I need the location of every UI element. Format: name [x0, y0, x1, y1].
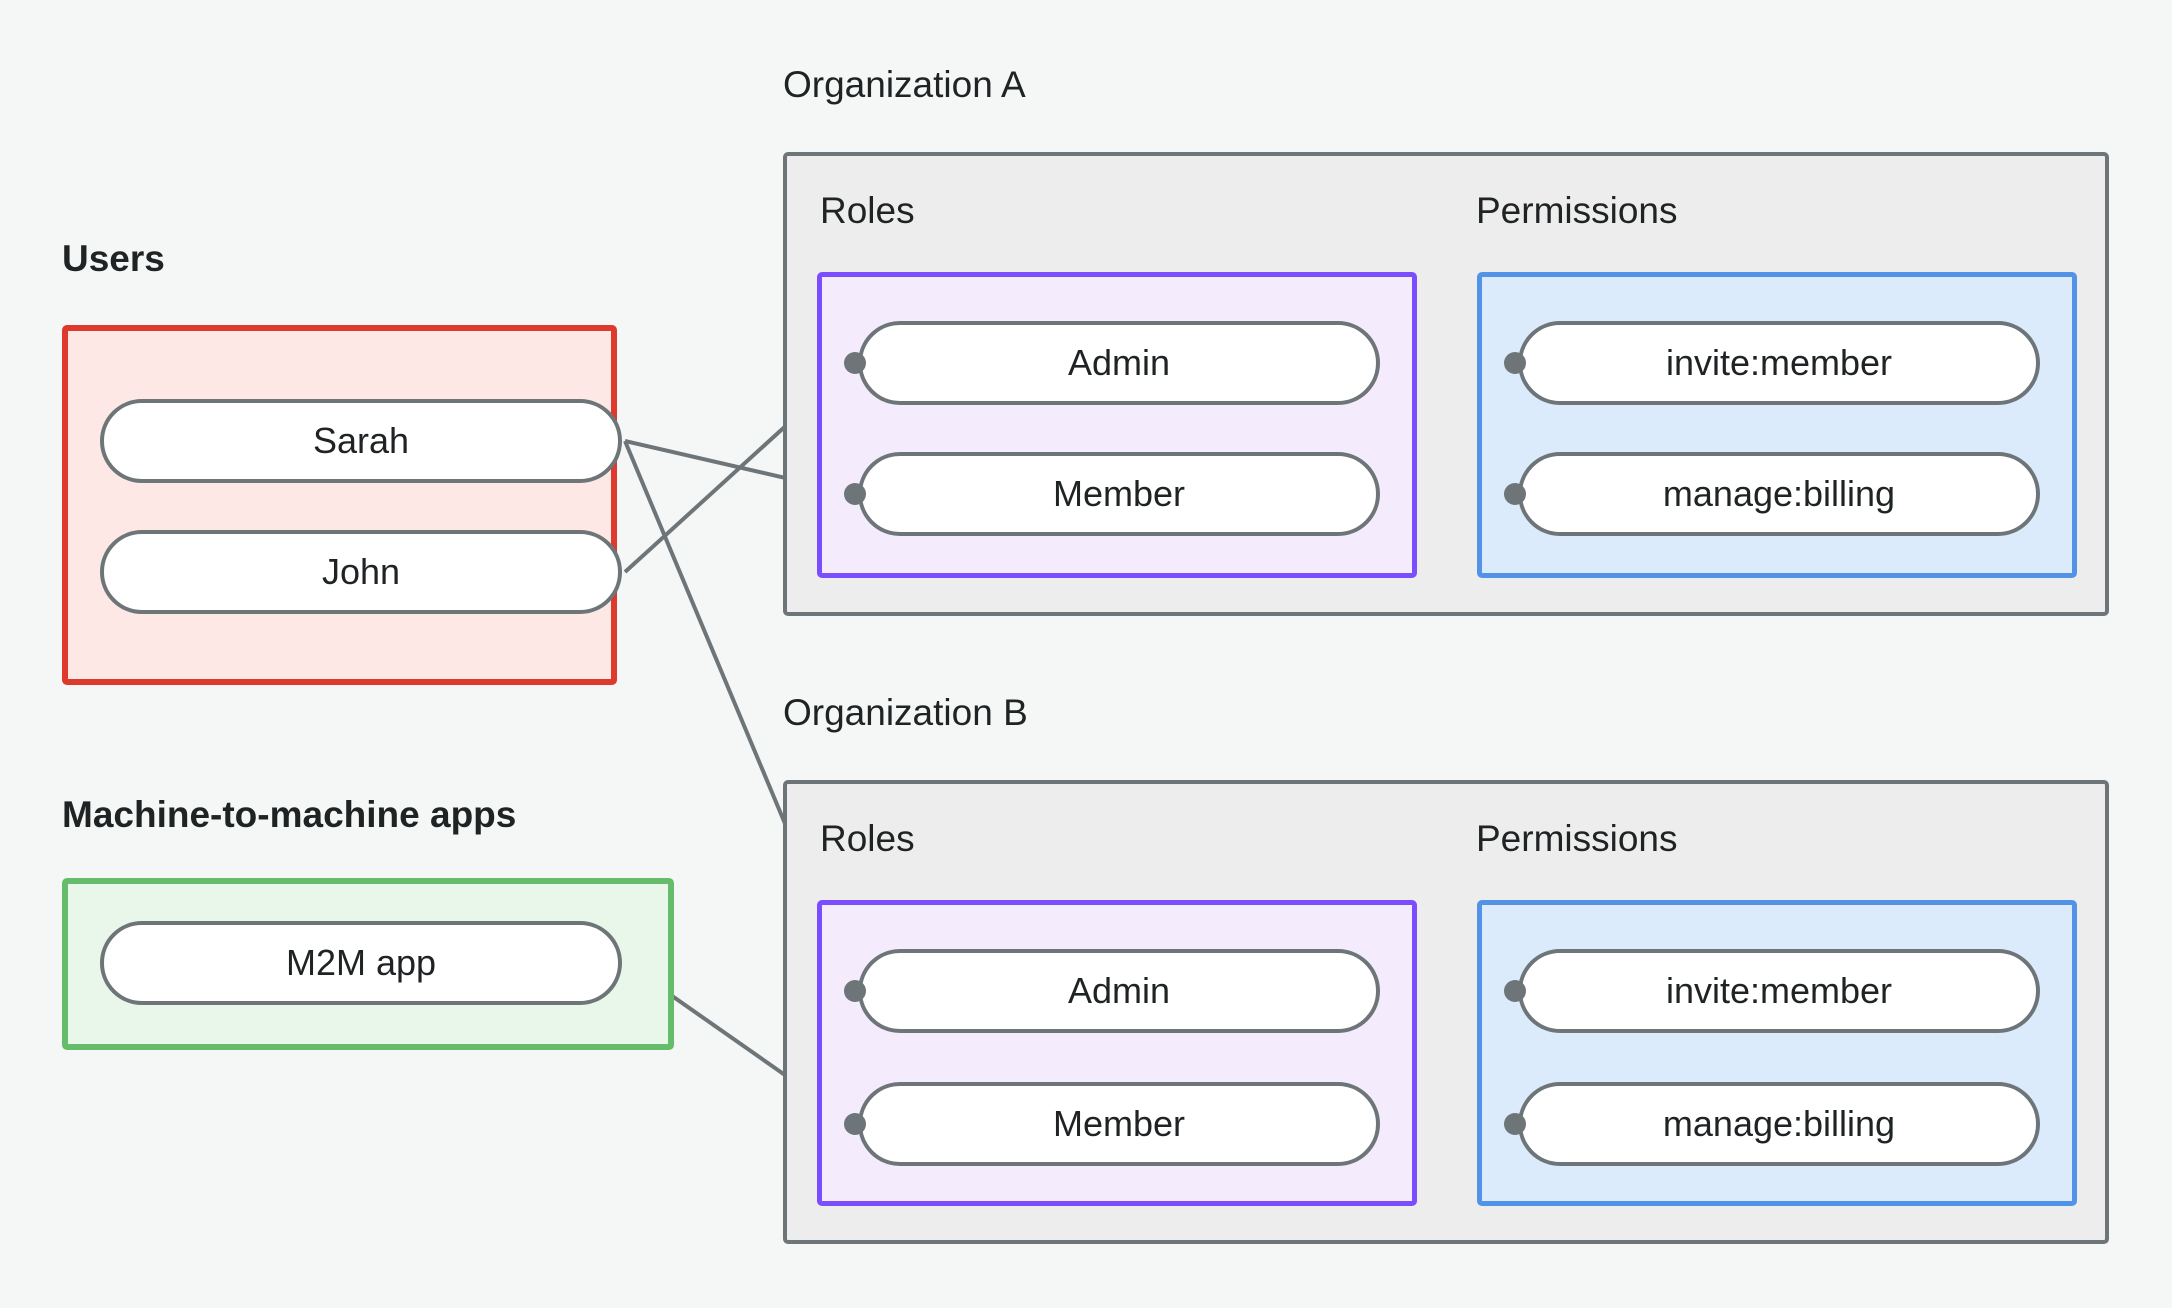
users-group-label: Users [62, 238, 165, 279]
org-b-permission-invite-member[interactable]: invite:member [1518, 949, 2040, 1033]
org-b-role-admin[interactable]: Admin [858, 949, 1380, 1033]
org-b-permission-invite-anchor-left [1504, 980, 1526, 1002]
org-b-permission-manage-billing[interactable]: manage:billing [1518, 1082, 2040, 1166]
org-b-roles-label: Roles [820, 818, 915, 859]
org-b-label: Organization B [783, 692, 1028, 733]
org-a-permission-invite-anchor-left [1504, 352, 1526, 374]
org-a-roles-label: Roles [820, 190, 915, 231]
org-b-role-admin-anchor-left [844, 980, 866, 1002]
org-a-permissions-label: Permissions [1476, 190, 1678, 231]
org-a-permission-invite-member[interactable]: invite:member [1518, 321, 2040, 405]
org-a-role-admin[interactable]: Admin [858, 321, 1380, 405]
user-node-john[interactable]: John [100, 530, 622, 614]
org-a-role-member-anchor-left [844, 483, 866, 505]
m2m-group-label: Machine-to-machine apps [62, 794, 517, 835]
user-node-sarah[interactable]: Sarah [100, 399, 622, 483]
org-a-role-admin-anchor-left [844, 352, 866, 374]
org-b-permissions-label: Permissions [1476, 818, 1678, 859]
org-a-permission-manage-billing[interactable]: manage:billing [1518, 452, 2040, 536]
org-b-role-member[interactable]: Member [858, 1082, 1380, 1166]
m2m-node-app[interactable]: M2M app [100, 921, 622, 1005]
org-b-role-member-anchor-left [844, 1113, 866, 1135]
org-b-permission-billing-anchor-left [1504, 1113, 1526, 1135]
users-container [62, 325, 617, 685]
org-a-label: Organization A [783, 64, 1026, 105]
org-a-role-member[interactable]: Member [858, 452, 1380, 536]
org-a-permission-billing-anchor-left [1504, 483, 1526, 505]
